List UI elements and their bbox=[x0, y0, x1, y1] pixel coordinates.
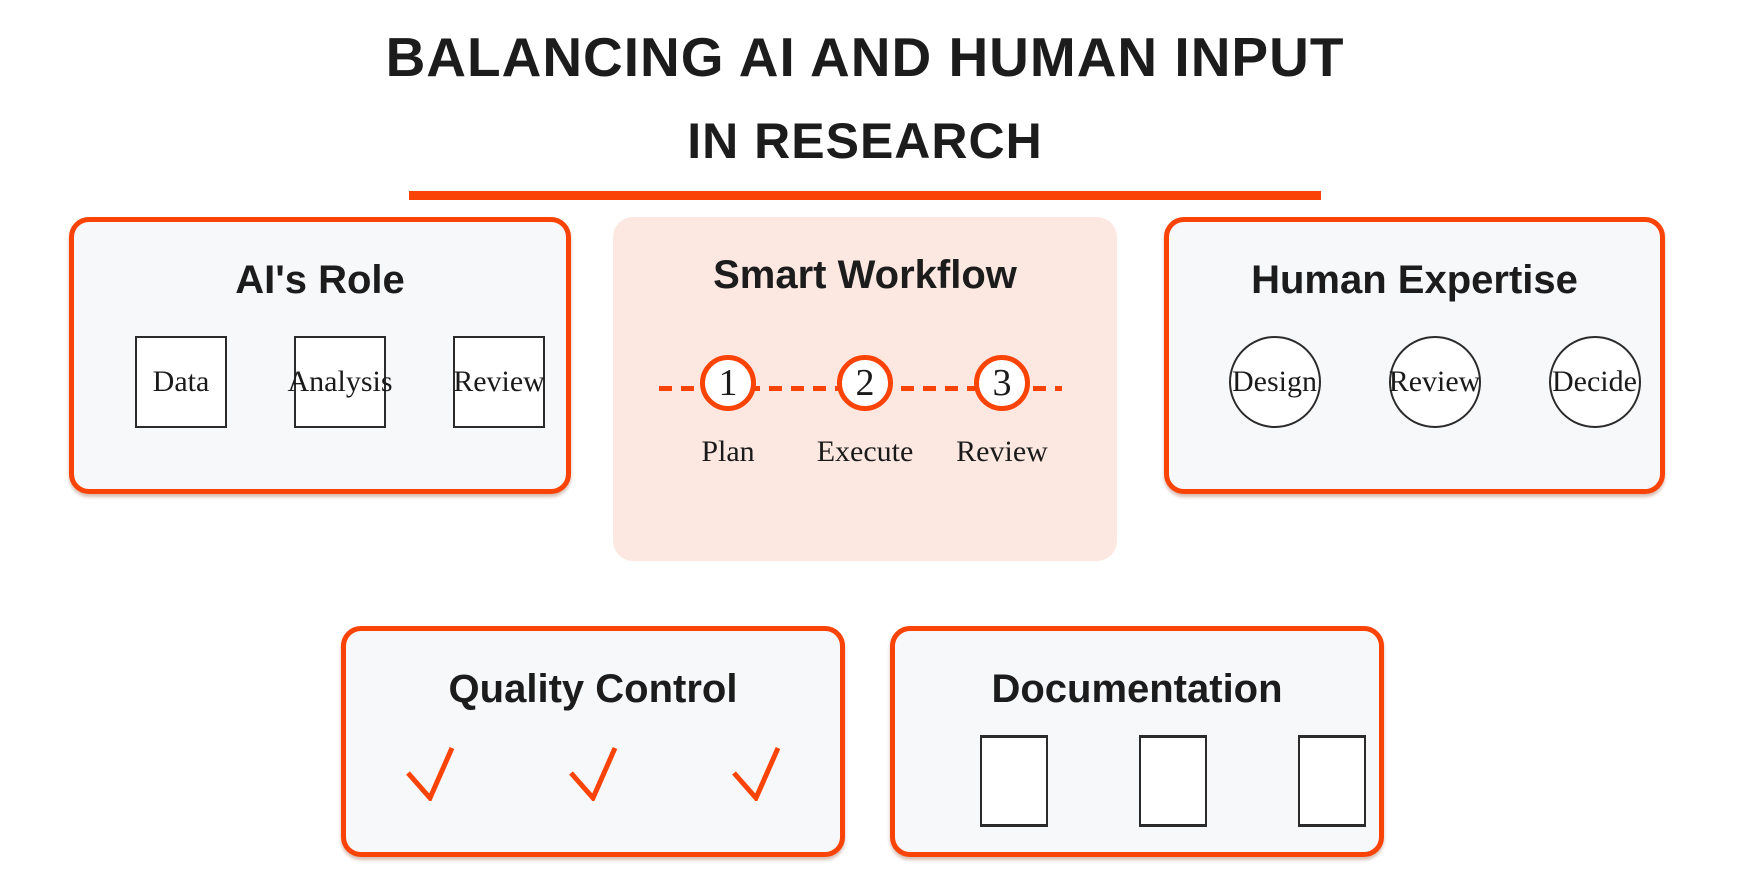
card-quality-control: Quality Control bbox=[341, 626, 845, 857]
workflow-step-circle: 1 bbox=[700, 355, 756, 411]
workflow-step-number: 3 bbox=[992, 362, 1012, 404]
expertise-circle: Decide bbox=[1548, 336, 1641, 428]
workflow-step: 2 Execute bbox=[797, 355, 934, 469]
checkmark-icon bbox=[405, 745, 455, 801]
document-icon bbox=[1139, 735, 1207, 827]
card-ai-role: AI's Role Data Analysis Review bbox=[69, 217, 571, 494]
expertise-row: Design Review Decide bbox=[1169, 336, 1660, 428]
document-icon bbox=[1298, 735, 1366, 827]
workflow-step-circle: 3 bbox=[974, 355, 1030, 411]
workflow-step-number: 1 bbox=[718, 362, 738, 404]
card-documentation: Documentation bbox=[890, 626, 1384, 857]
ai-task-box: Analysis bbox=[288, 336, 393, 428]
document-icon bbox=[980, 735, 1048, 827]
card-title: Documentation bbox=[991, 667, 1283, 711]
page-title-line-1: BALANCING AI AND HUMAN INPUT bbox=[385, 26, 1345, 88]
ai-task-label: Analysis bbox=[287, 365, 393, 398]
card-title: Quality Control bbox=[448, 667, 738, 711]
workflow-step: 1 Plan bbox=[660, 355, 797, 469]
ai-task-box: Data bbox=[135, 336, 227, 428]
workflow-step-label: Review bbox=[956, 435, 1048, 468]
checkmark-icon bbox=[731, 745, 781, 801]
expertise-label: Decide bbox=[1552, 365, 1637, 398]
workflow-step-circle: 2 bbox=[837, 355, 893, 411]
card-title: AI's Role bbox=[235, 258, 405, 302]
ai-task-label: Data bbox=[152, 365, 210, 398]
card-human-expertise: Human Expertise Design Review Decide bbox=[1164, 217, 1665, 494]
workflow-steps: 1 Plan 2 Execute 3 Review bbox=[613, 355, 1117, 525]
expertise-label: Design bbox=[1232, 365, 1317, 398]
ai-task-box: Review bbox=[453, 336, 545, 428]
ai-task-row: Data Analysis Review bbox=[74, 336, 566, 428]
page-title-line-2: IN RESEARCH bbox=[687, 113, 1043, 169]
workflow-step-number: 2 bbox=[855, 362, 875, 404]
ai-task-label: Review bbox=[453, 365, 545, 398]
card-title: Smart Workflow bbox=[713, 253, 1017, 297]
workflow-step: 3 Review bbox=[934, 355, 1071, 469]
workflow-step-label: Plan bbox=[701, 435, 755, 468]
expertise-circle: Design bbox=[1228, 336, 1321, 428]
workflow-step-label: Execute bbox=[816, 435, 914, 468]
title-underline bbox=[409, 191, 1321, 200]
card-smart-workflow: Smart Workflow 1 Plan 2 Execute bbox=[613, 217, 1117, 561]
expertise-circle: Review bbox=[1388, 336, 1481, 428]
document-row bbox=[895, 735, 1379, 827]
check-row bbox=[346, 745, 840, 801]
checkmark-icon bbox=[568, 745, 618, 801]
expertise-label: Review bbox=[1388, 365, 1481, 398]
card-title: Human Expertise bbox=[1251, 258, 1578, 302]
